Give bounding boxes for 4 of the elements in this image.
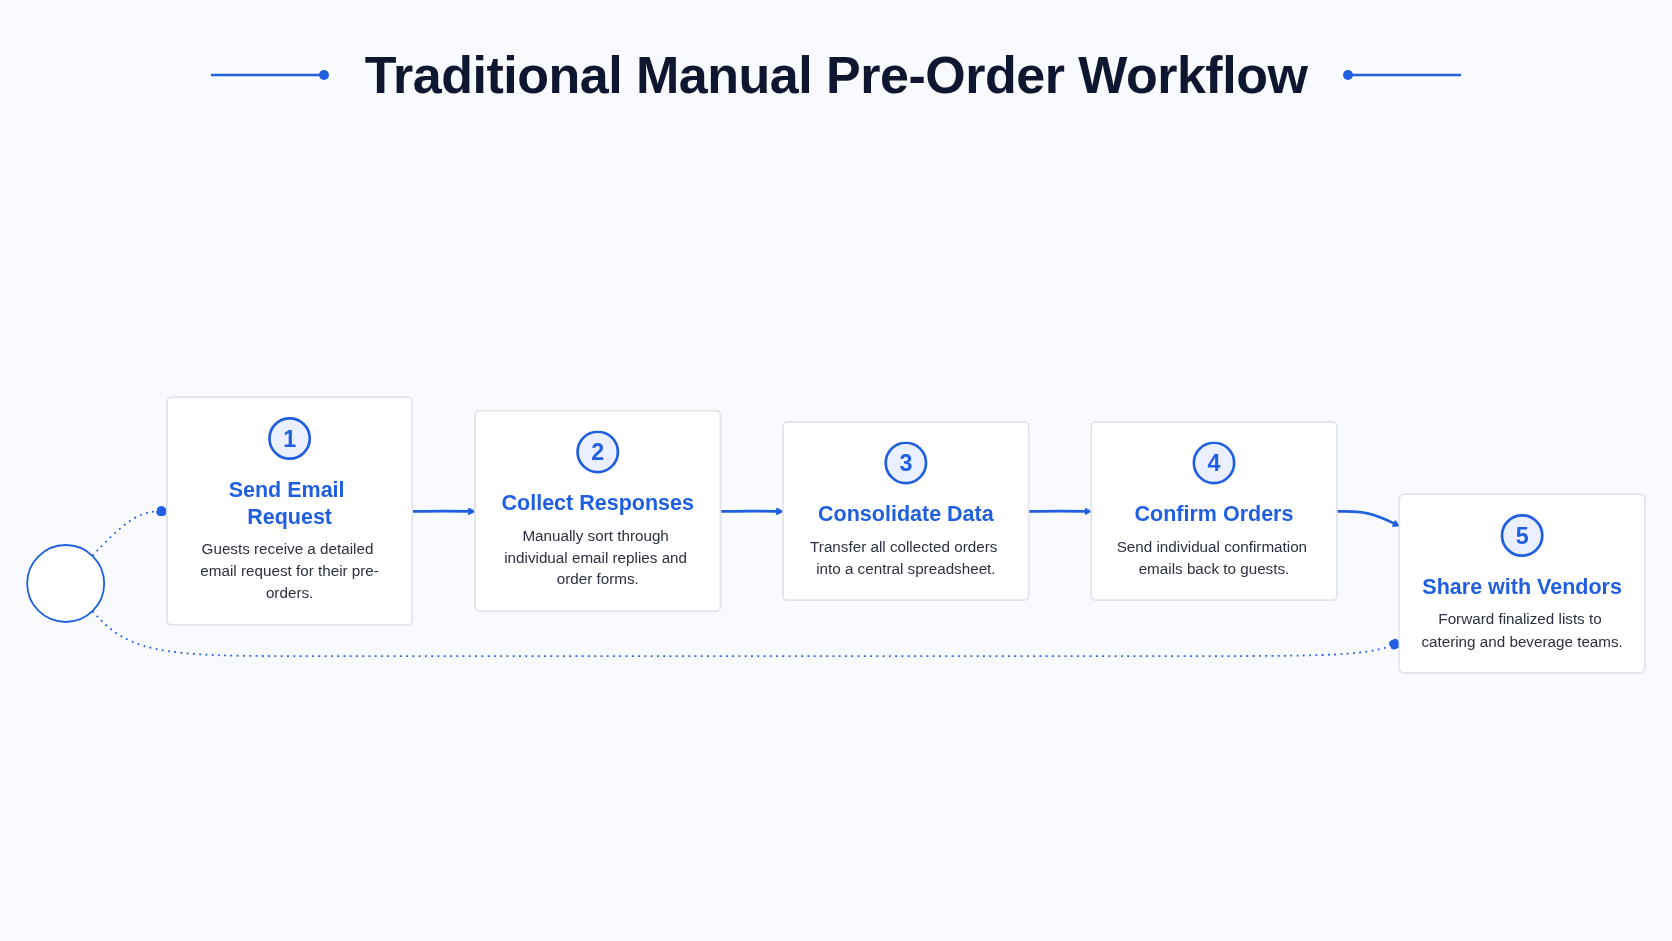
arrow (412, 507, 476, 516)
diagram-title: Traditional Manual Pre-Order Workflow (364, 45, 1308, 105)
arrow (720, 507, 784, 516)
node-circle (26, 544, 106, 623)
